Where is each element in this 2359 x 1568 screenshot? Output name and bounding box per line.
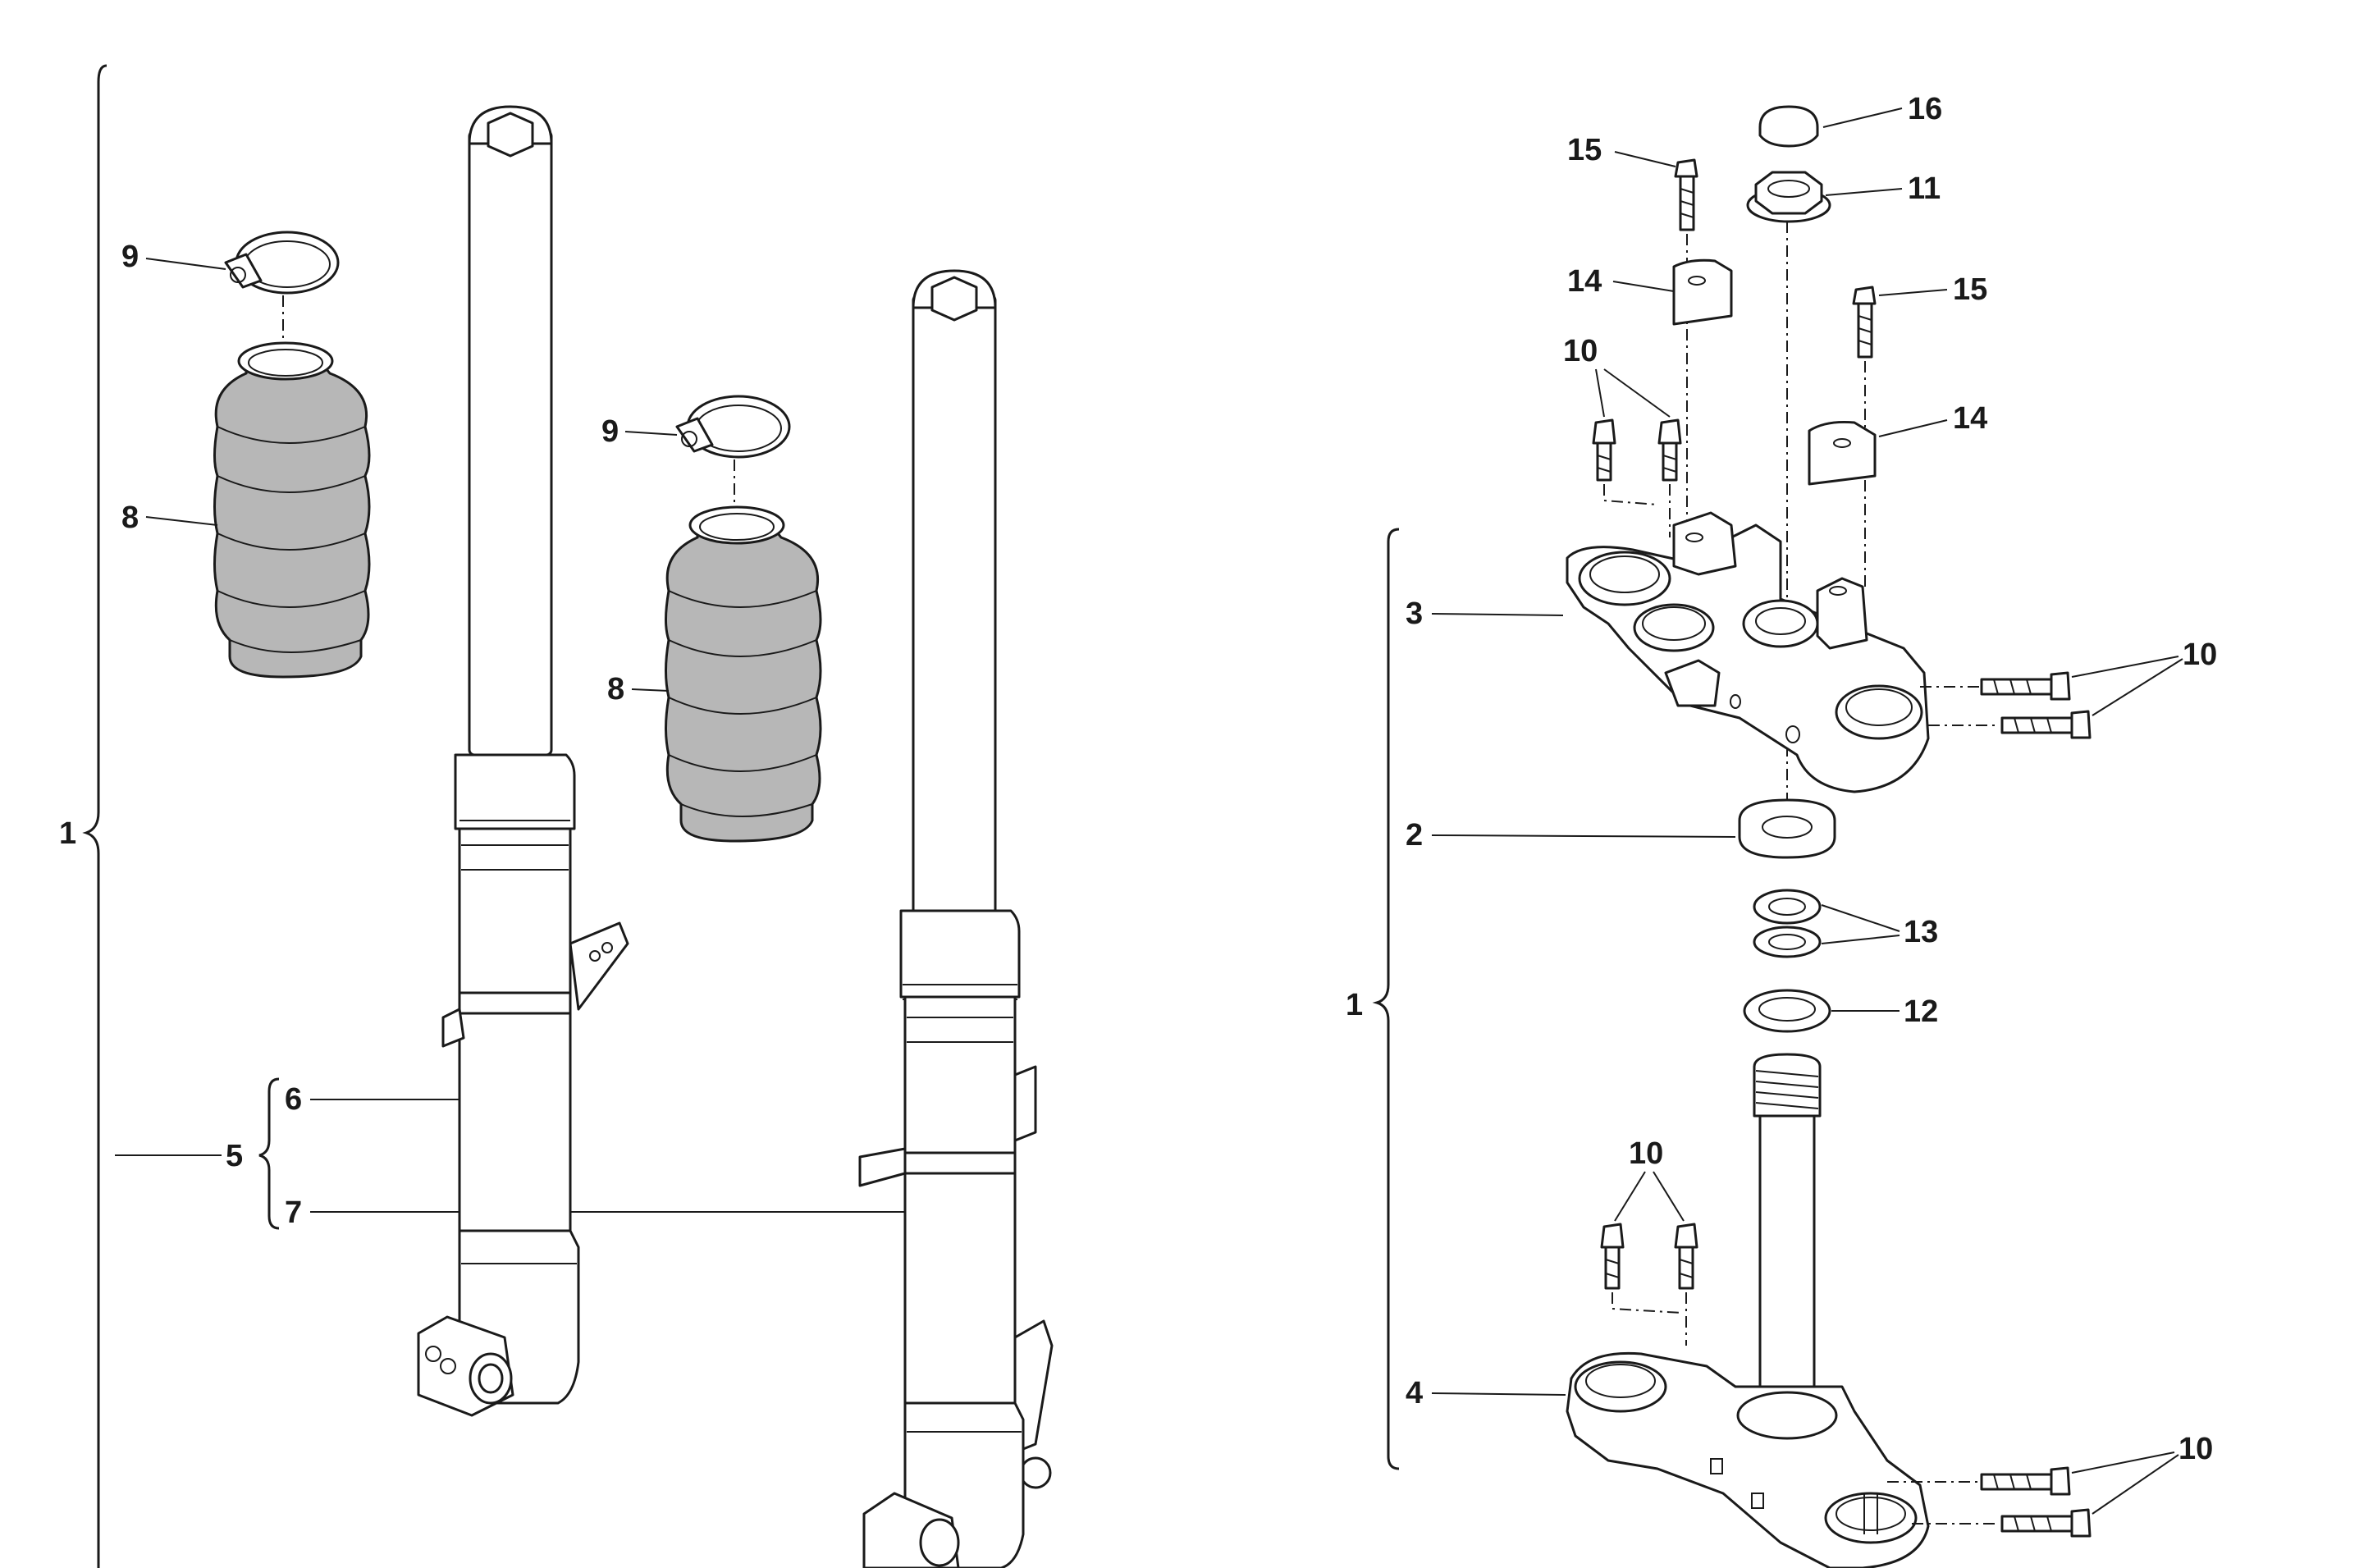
leader-10-a2 bbox=[1603, 368, 1671, 418]
callout-14-b: 14 bbox=[1953, 401, 1987, 436]
callout-10-c: 10 bbox=[1629, 1136, 1663, 1171]
leader-16 bbox=[1822, 107, 1903, 128]
callout-4: 4 bbox=[1406, 1376, 1423, 1410]
right-assembly-brace bbox=[1372, 528, 1400, 1470]
bearing-set bbox=[1753, 889, 1822, 958]
leader-9-a bbox=[145, 258, 226, 270]
callout-15-b: 15 bbox=[1953, 272, 1987, 307]
leader-10-d2 bbox=[2092, 1454, 2179, 1515]
leader-13-b bbox=[1821, 935, 1900, 944]
leader-10-c1 bbox=[1614, 1171, 1646, 1222]
bolts-10-upper-vertical bbox=[1592, 418, 1682, 482]
left-fork-leg bbox=[417, 105, 629, 1417]
dust-boot-left bbox=[213, 341, 371, 679]
brace-5 bbox=[258, 1077, 280, 1230]
callout-10-a: 10 bbox=[1563, 334, 1598, 368]
leader-3 bbox=[1431, 613, 1564, 616]
bolt-15-left bbox=[1674, 158, 1698, 231]
callout-6: 6 bbox=[285, 1082, 302, 1117]
top-cap bbox=[1758, 105, 1819, 148]
upper-triple-clamp bbox=[1566, 511, 1930, 793]
axis-10-c1 bbox=[1612, 1292, 1683, 1314]
axis-10-a1 bbox=[1603, 484, 1658, 505]
callout-5: 5 bbox=[226, 1139, 243, 1173]
leader-15-b bbox=[1878, 289, 1948, 296]
callout-9-b: 9 bbox=[601, 414, 619, 449]
leader-10-d1 bbox=[2071, 1451, 2175, 1474]
handlebar-riser-left bbox=[1672, 258, 1733, 326]
leader-9-b bbox=[624, 431, 678, 436]
seal-ring bbox=[1743, 989, 1831, 1033]
leader-2 bbox=[1431, 834, 1736, 838]
callout-1-right: 1 bbox=[1346, 988, 1363, 1022]
callout-7: 7 bbox=[285, 1195, 302, 1230]
callout-3: 3 bbox=[1406, 597, 1423, 631]
callout-11: 11 bbox=[1908, 171, 1941, 206]
leader-8-b bbox=[631, 688, 670, 692]
leader-4 bbox=[1431, 1392, 1566, 1396]
callout-10-b: 10 bbox=[2183, 638, 2217, 672]
callout-16: 16 bbox=[1908, 92, 1942, 126]
leader-10-b2 bbox=[2092, 658, 2183, 716]
right-fork-leg bbox=[858, 269, 1054, 1568]
dust-boot-middle bbox=[665, 505, 822, 843]
leader-13-a bbox=[1821, 904, 1900, 932]
callout-8-b: 8 bbox=[607, 672, 624, 706]
steering-nut bbox=[1746, 171, 1831, 223]
bolt-15-right bbox=[1852, 286, 1877, 359]
leader-8-a bbox=[145, 516, 218, 526]
leader-10-b1 bbox=[2071, 656, 2179, 678]
leader-10-a1 bbox=[1595, 368, 1605, 418]
leader-15-a bbox=[1614, 151, 1676, 167]
callout-13: 13 bbox=[1904, 915, 1938, 949]
callout-1-left: 1 bbox=[59, 816, 76, 851]
leader-14-a bbox=[1612, 281, 1675, 292]
callout-9-a: 9 bbox=[121, 240, 139, 274]
callout-10-d: 10 bbox=[2178, 1432, 2213, 1466]
lower-triple-clamp bbox=[1566, 1053, 1930, 1568]
bolts-10-upper-horizontal bbox=[1980, 671, 2092, 739]
callout-12: 12 bbox=[1904, 994, 1938, 1029]
bolts-10-lower-horizontal bbox=[1980, 1466, 2092, 1538]
callout-8-a: 8 bbox=[121, 501, 139, 535]
callout-2: 2 bbox=[1406, 818, 1423, 853]
leader-14-b bbox=[1878, 419, 1948, 437]
callout-15-a: 15 bbox=[1567, 133, 1602, 167]
leader-10-c2 bbox=[1653, 1171, 1685, 1222]
callout-14-a: 14 bbox=[1567, 264, 1602, 299]
hose-clamp-middle bbox=[675, 395, 791, 459]
leader-11 bbox=[1825, 188, 1903, 196]
bearing-seal bbox=[1738, 798, 1836, 859]
handlebar-riser-right bbox=[1808, 421, 1877, 486]
bolts-10-lower-vertical bbox=[1600, 1223, 1698, 1290]
hose-clamp-left bbox=[224, 231, 340, 295]
left-assembly-brace bbox=[82, 64, 107, 1568]
